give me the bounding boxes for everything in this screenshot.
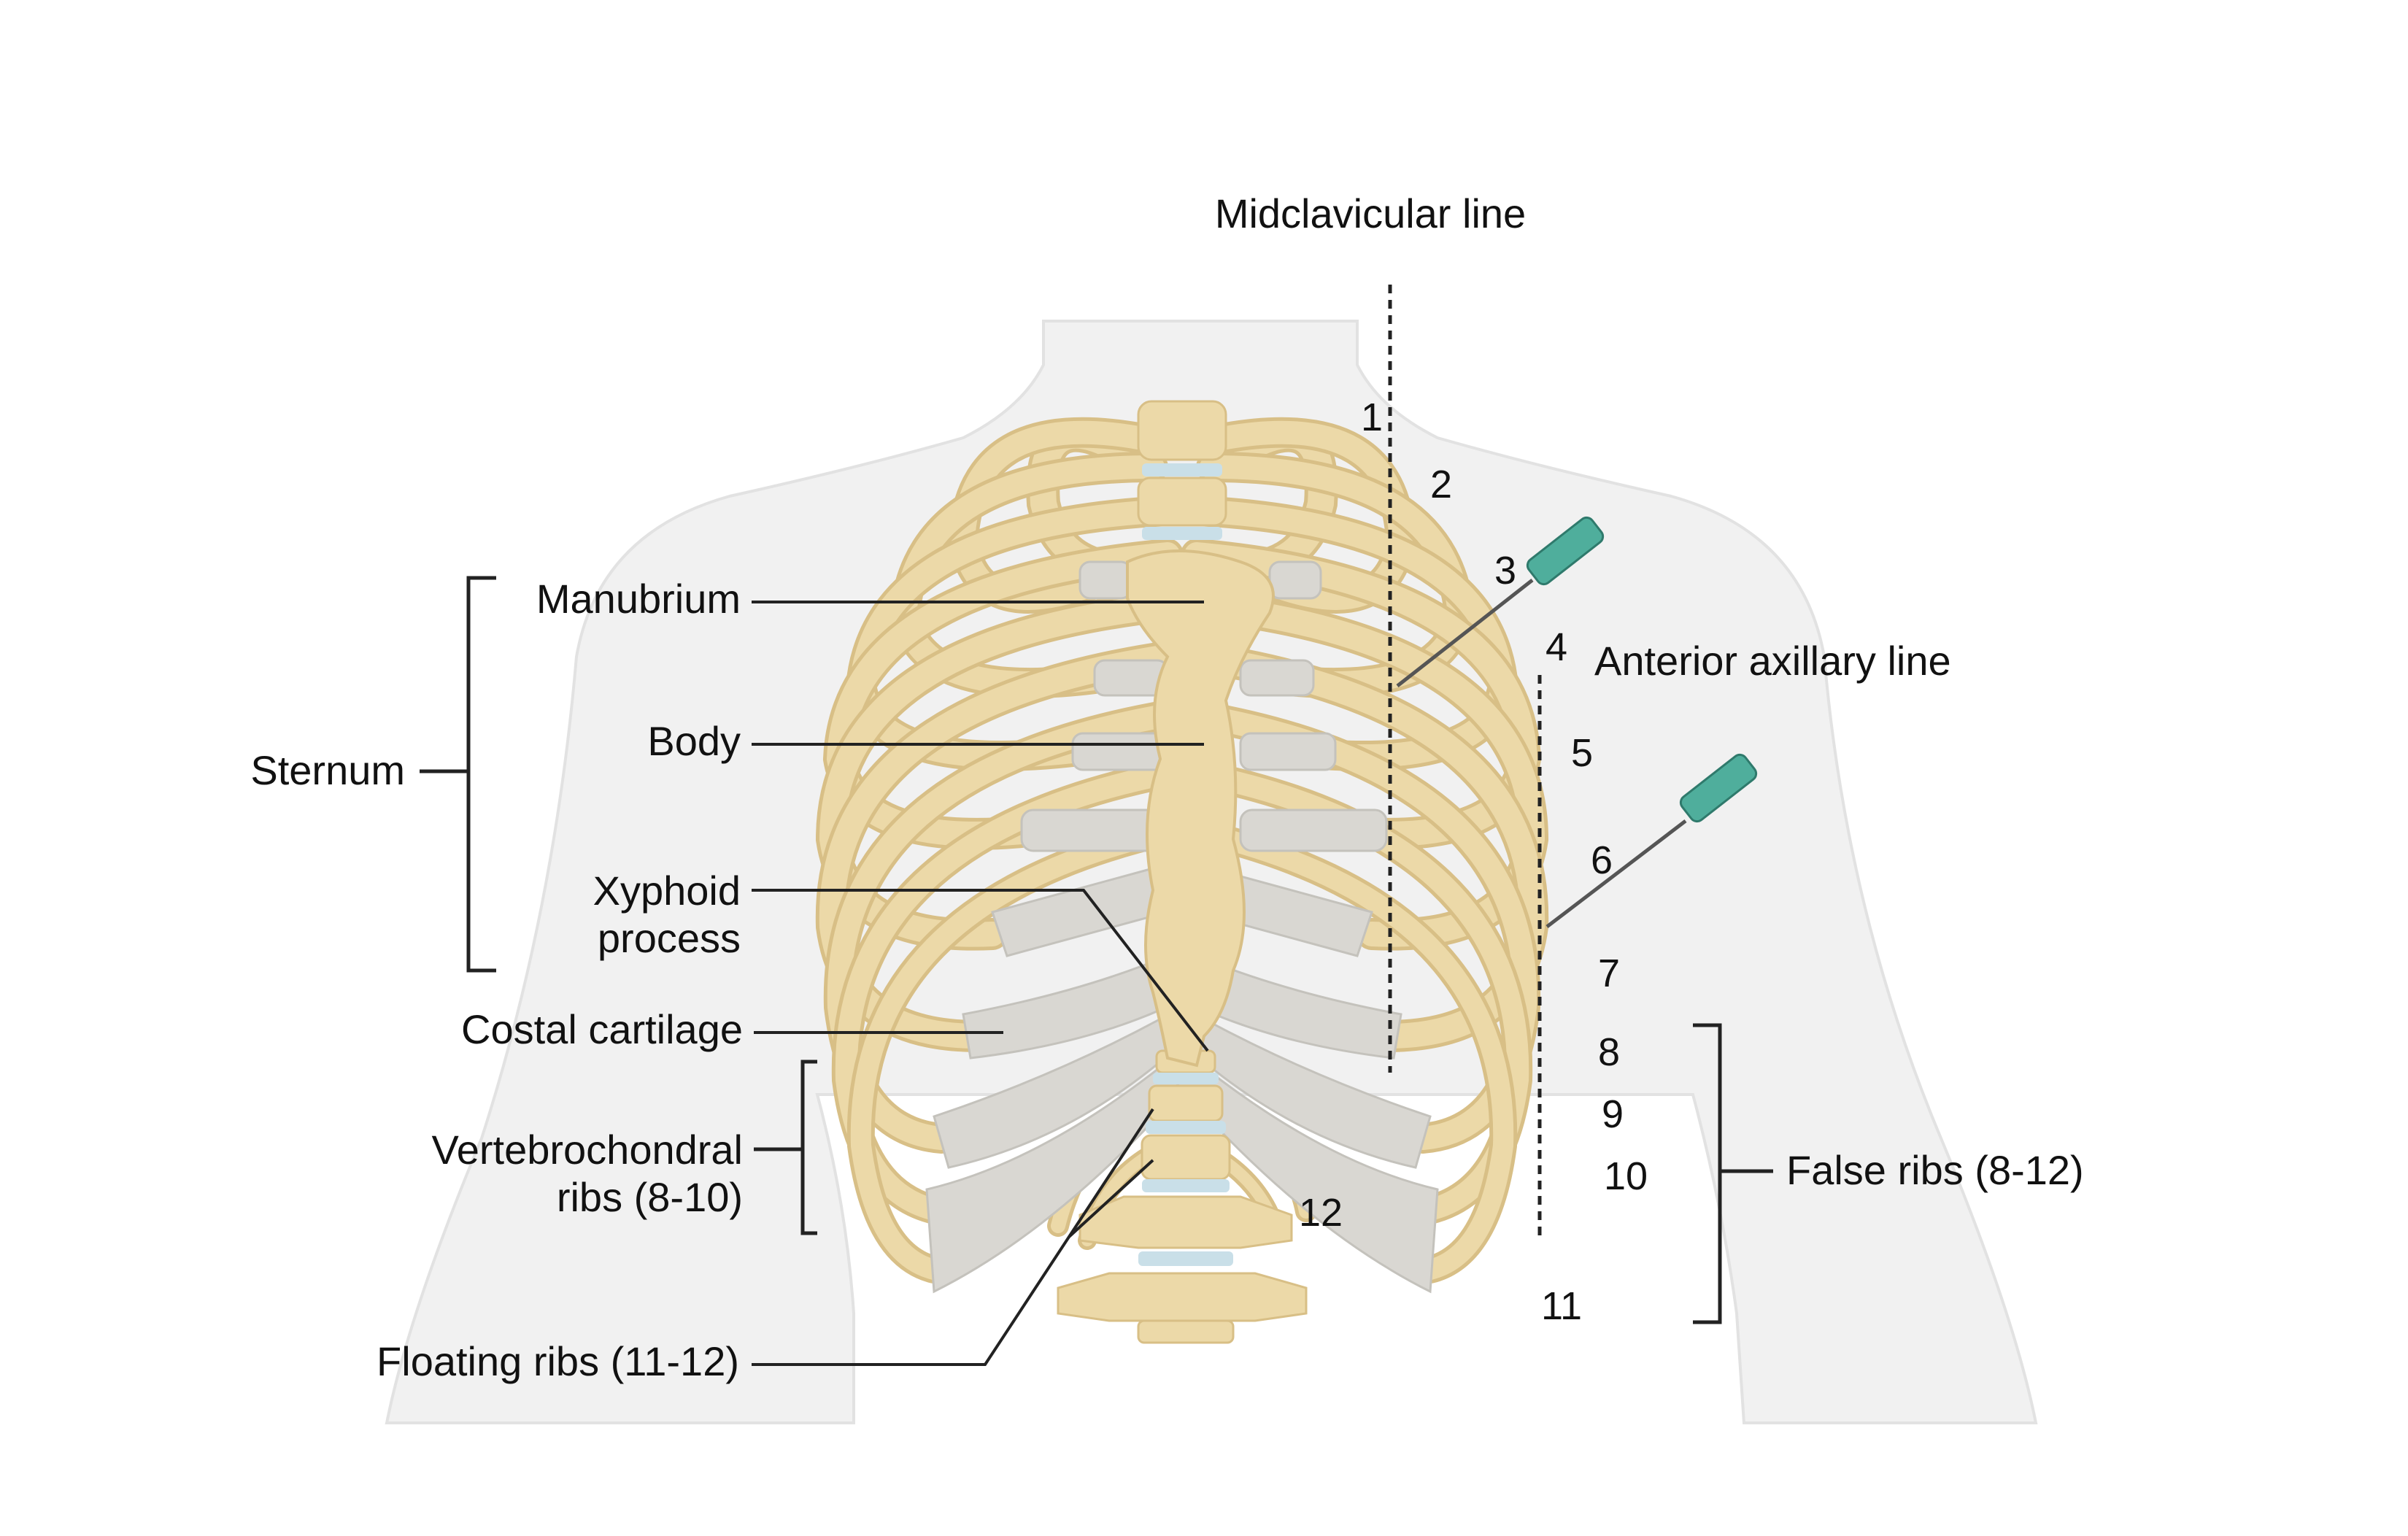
false-ribs-bracket-shape — [1693, 1023, 1722, 1324]
needle-upper-shaft — [1396, 579, 1534, 687]
disc-lower-2 — [1146, 1121, 1226, 1134]
floating-ribs-leader-branch — [1068, 1159, 1154, 1238]
rib-right-8-fill — [1185, 703, 1537, 1150]
rib-number-7: 7 — [1598, 952, 1620, 995]
sternum-bracket — [420, 576, 496, 973]
floating-ribs-label: Floating ribs (11-12) — [377, 1338, 739, 1384]
cartilage-left-1 — [1078, 560, 1132, 600]
needle-lower-shaft — [1545, 819, 1687, 928]
rib-number-5: 5 — [1571, 731, 1593, 775]
disc-lower-1 — [1153, 1073, 1219, 1084]
cartilage-right-1 — [1268, 560, 1322, 600]
rib-number-9: 9 — [1602, 1092, 1624, 1136]
vertebra-lower-2 — [1148, 1084, 1224, 1122]
midclavicular-line-label: Midclavicular line — [1215, 190, 1526, 236]
xiphoid-label-line1: Xyphoid — [593, 868, 741, 914]
cartilage-left-5 — [1020, 808, 1169, 852]
rib-number-12: 12 — [1299, 1191, 1343, 1235]
rib-number-11: 11 — [1541, 1284, 1582, 1328]
rib-number-10: 10 — [1604, 1154, 1648, 1198]
false-ribs-bracket — [1693, 1023, 1773, 1324]
vertebra-top — [1137, 400, 1227, 461]
rib-number-8: 8 — [1598, 1030, 1620, 1074]
disc-lower-4 — [1138, 1251, 1233, 1266]
cartilage-right-5 — [1239, 808, 1388, 852]
rib-left-10-fill — [850, 822, 1178, 1280]
disc-top-2 — [1142, 527, 1222, 540]
xiphoid-leader — [752, 889, 1209, 1052]
ribs-right — [1181, 417, 1549, 1284]
rib-number-4: 4 — [1545, 625, 1567, 669]
vertebra-lower-4 — [1078, 1195, 1293, 1249]
disc-top-1 — [1142, 463, 1222, 476]
vertebrochondral-bracket — [754, 1060, 817, 1235]
vertebra-bottom — [1137, 1319, 1235, 1344]
vertebra-lower-5 — [1057, 1272, 1308, 1322]
rib-left-2-fill — [951, 420, 1150, 610]
vertebra-lower-3 — [1141, 1134, 1231, 1181]
costal-cartilage-label: Costal cartilage — [461, 1006, 743, 1052]
rib-number-3: 3 — [1494, 549, 1516, 593]
cartilage-right-3 — [1239, 659, 1315, 697]
sternum-label: Sternum — [250, 747, 405, 793]
rib-numbers: 1 2 3 4 5 6 7 8 9 10 11 12 — [1299, 395, 1648, 1328]
vertebrochondral-label-line1: Vertebrochondral — [431, 1127, 743, 1173]
manubrium-label: Manubrium — [536, 576, 741, 622]
needle-upper-hub — [1526, 516, 1605, 586]
body-label: Body — [647, 718, 741, 764]
xiphoid-label-line2: process — [598, 915, 741, 961]
false-ribs-label: False ribs (8-12) — [1786, 1147, 2084, 1193]
needle-lower — [1545, 753, 1758, 928]
vertebral-column — [1057, 400, 1308, 1344]
cartilage-right-4 — [1239, 732, 1337, 771]
floating-ribs-leader — [752, 1108, 1154, 1366]
rib-left-8-fill — [827, 703, 1179, 1150]
ribs-left — [815, 417, 1184, 1284]
needle-lower-hub — [1679, 753, 1758, 823]
sternum — [1126, 549, 1275, 1068]
rib-right-2-fill — [1214, 420, 1413, 610]
rib-number-1: 1 — [1361, 395, 1383, 439]
rib-right-10-fill — [1186, 822, 1514, 1280]
cartilage-left-4 — [1071, 732, 1169, 771]
needle-upper — [1396, 516, 1605, 687]
anterior-axillary-line-label: Anterior axillary line — [1594, 638, 1951, 684]
vertebra-2 — [1137, 476, 1227, 527]
vertebrochondral-label-line2: ribs (8-10) — [557, 1174, 743, 1220]
sternum-bracket-shape — [466, 576, 496, 973]
rib-number-6: 6 — [1591, 838, 1613, 882]
rib-left-9-fill — [835, 763, 1178, 1222]
rib-number-2: 2 — [1430, 463, 1452, 506]
disc-lower-3 — [1142, 1179, 1230, 1192]
